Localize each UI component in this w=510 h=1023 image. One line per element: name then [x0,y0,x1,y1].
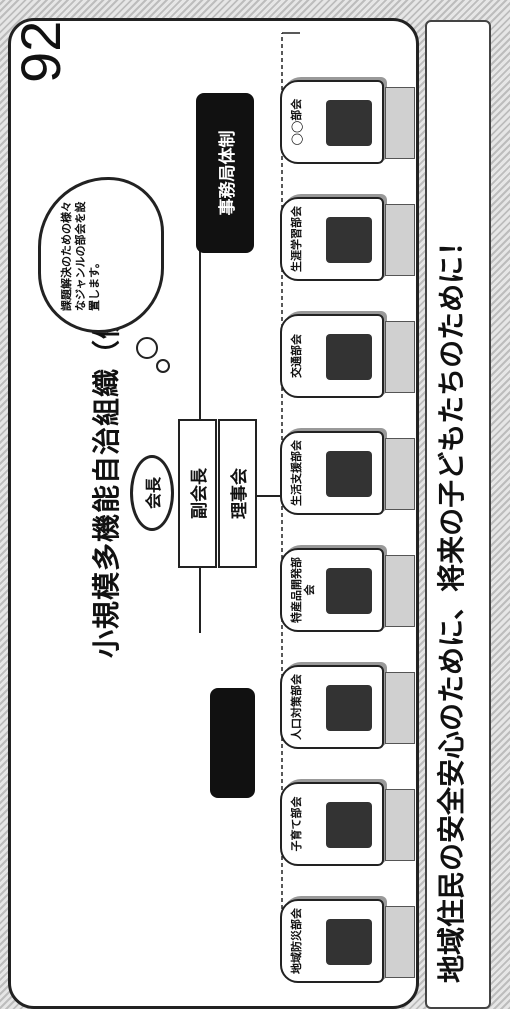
redacted-box [210,688,255,798]
branch-card: ◯◯部会 [280,80,384,164]
branch-card: 生涯学習部会 [280,197,384,281]
house-illustration [385,87,415,159]
branch-label: 生活支援部会 [290,440,303,506]
page-number: 92 [9,20,72,83]
branch-illustration [326,685,372,731]
footer-slogan: 地域住民の安全安心のために、将来の子どもたちのために！ [435,227,468,983]
branch-card: 地域防災部会 [280,899,384,983]
house-illustration [385,672,415,744]
branch-card: 人口対策部会 [280,665,384,749]
directors-box: 理事会 [218,419,257,568]
branch-label: 特産品開発部会 [290,557,317,623]
house-illustration [385,789,415,861]
branch-label: 交通部会 [290,334,303,378]
branch-illustration [326,919,372,965]
branch-label: 生涯学習部会 [290,206,303,272]
chair-oval: 会長 [130,455,174,531]
branch-card: 生活支援部会 [280,431,384,515]
branch-illustration [326,334,372,380]
branch-illustration [326,217,372,263]
branch-label: 人口対策部会 [290,674,303,740]
branch-illustration [326,100,372,146]
house-illustration [385,555,415,627]
branch-card: 子育て部会 [280,782,384,866]
house-illustration [385,204,415,276]
branch-illustration [326,451,372,497]
directors-label: 理事会 [230,468,250,519]
branch-illustration [326,568,372,614]
branch-label: ◯◯部会 [290,98,303,146]
house-illustration [385,321,415,393]
vice-chair-box: 副会長 [178,419,217,568]
chair-label: 会長 [144,477,163,510]
branch-illustration [326,802,372,848]
branch-label: 地域防災部会 [290,908,303,974]
vice-chair-label: 副会長 [190,468,210,519]
branch-card: 交通部会 [280,314,384,398]
branch-card: 特産品開発部会 [280,548,384,632]
secretariat-label: 事務局体制 [217,130,238,216]
house-illustration [385,906,415,978]
branch-label: 子育て部会 [290,796,303,852]
house-illustration [385,438,415,510]
